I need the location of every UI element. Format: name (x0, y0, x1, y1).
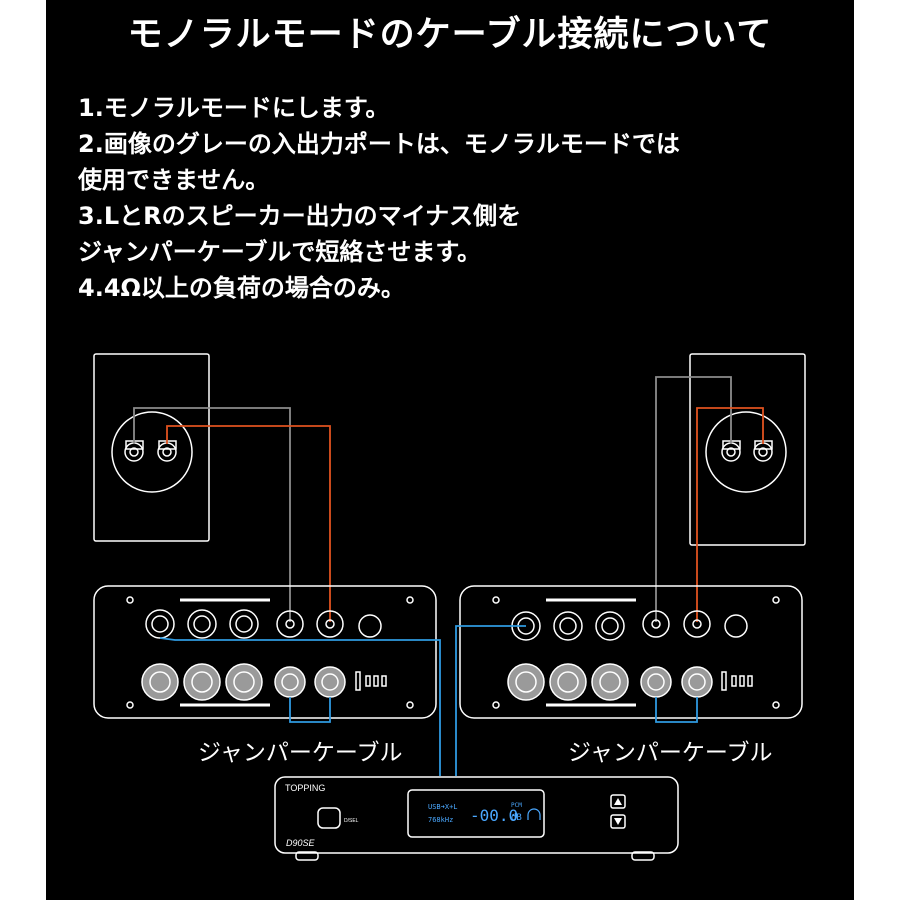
left-speaker (93, 353, 210, 542)
gray-cables (133, 376, 732, 622)
connection-diagram: TOPPING D90SE D/SEL USB➜X+L 768kHz -00.0… (93, 353, 806, 861)
display-format: PCM (511, 802, 522, 809)
instruction-line: 2.画像のグレーの入出力ポートは、モノラルモードでは (78, 130, 680, 158)
instruction-list: 1.モノラルモードにします。 2.画像のグレーの入出力ポートは、モノラルモードで… (78, 90, 680, 306)
orange-cables (166, 407, 764, 622)
dac-model: D90SE (286, 838, 316, 848)
page-title: モノラルモードのケーブル接続について (127, 15, 773, 55)
right-speaker (689, 353, 806, 546)
instruction-line: 1.モノラルモードにします。 (78, 94, 390, 122)
headphone-icon (527, 808, 541, 820)
display-unit: dB (511, 813, 522, 823)
display-line1: USB➜X+L (428, 803, 458, 811)
main-panel: モノラルモードのケーブル接続について 1.モノラルモードにします。 2.画像のグ… (46, 0, 854, 900)
instruction-line: 使用できません。 (78, 166, 270, 194)
dac-brand: TOPPING (285, 783, 325, 793)
jumper-label-left: ジャンパーケーブル (198, 740, 403, 766)
blue-cables (159, 625, 698, 776)
instruction-line: 4.4Ω以上の負荷の場合のみ。 (78, 274, 405, 302)
display-line2: 768kHz (428, 816, 453, 824)
instruction-line: 3.LとRのスピーカー出力のマイナス側を (78, 202, 522, 230)
dac-button-label: D/SEL (344, 818, 359, 824)
right-amplifier (459, 585, 803, 719)
instruction-line: ジャンパーケーブルで短絡させます。 (78, 238, 481, 266)
dac-unit (274, 776, 679, 861)
jumper-label-right: ジャンパーケーブル (568, 740, 773, 766)
display-value: -00.0 (470, 806, 518, 825)
left-amplifier (93, 585, 437, 719)
